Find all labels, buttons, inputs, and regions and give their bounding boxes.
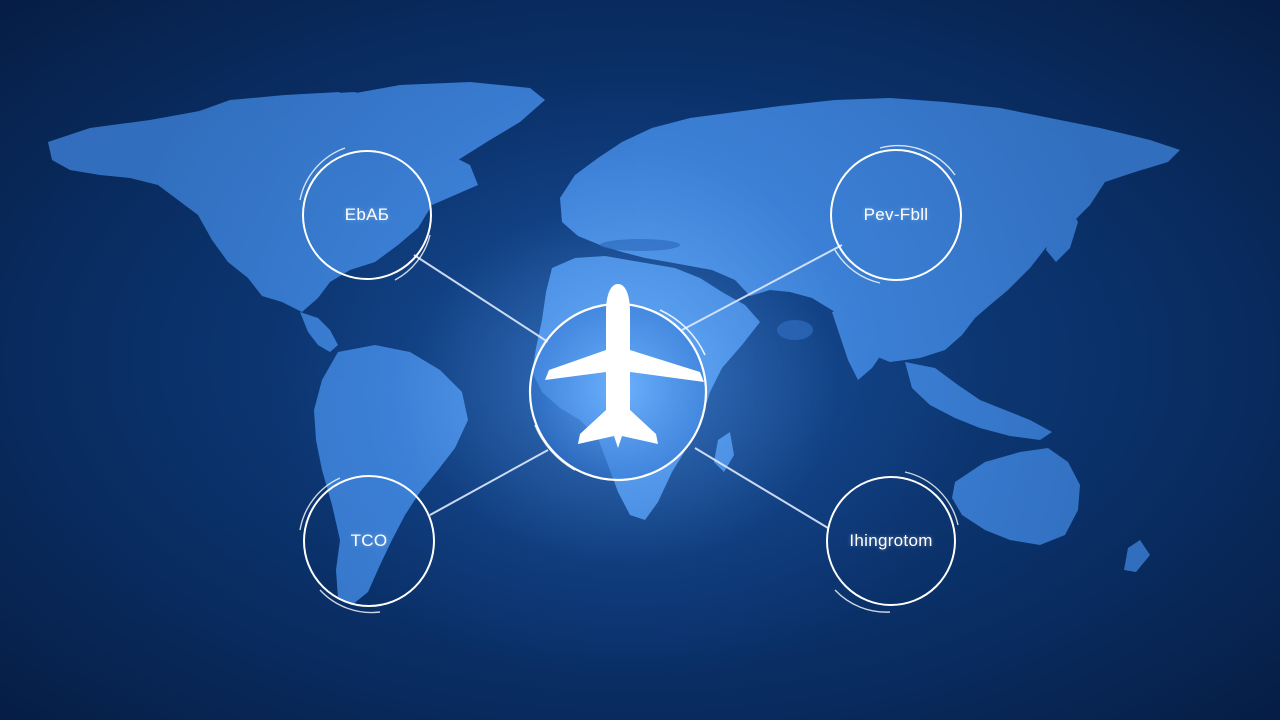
node-ring-top-right bbox=[830, 144, 962, 284]
british-isles-landmass bbox=[574, 178, 594, 210]
connector-line-bottom-left bbox=[429, 449, 549, 516]
eurasia-landmass bbox=[560, 98, 1180, 362]
mediterranean-detail bbox=[600, 239, 680, 251]
north-america-landmass bbox=[48, 92, 478, 312]
node-ring-bottom-left bbox=[299, 475, 435, 614]
central-america-landmass bbox=[300, 312, 338, 352]
node-label-bottom-right: Ihingrotom bbox=[849, 531, 933, 550]
japan-landmass bbox=[1046, 205, 1078, 262]
greenland-landmass bbox=[345, 82, 545, 160]
connector-line-bottom-right bbox=[694, 447, 829, 529]
connector-line-top-right bbox=[681, 244, 843, 331]
connector-line-top-left bbox=[413, 254, 549, 343]
node-ring-top-left bbox=[299, 147, 432, 281]
node-ring-bottom-right bbox=[826, 471, 959, 613]
new-zealand-landmass bbox=[1124, 540, 1150, 572]
india-landmass bbox=[832, 304, 900, 380]
node-label-top-left: EbAБ bbox=[344, 205, 390, 224]
node-label-top-right: Pev-Fbll bbox=[863, 205, 929, 224]
south-america-landmass bbox=[314, 345, 468, 605]
arctic-islands-landmass bbox=[180, 92, 340, 122]
southeast-asia-landmass bbox=[905, 362, 1052, 440]
node-label-bottom-left: TCO bbox=[350, 531, 388, 550]
airplane-icon bbox=[545, 284, 704, 448]
arabian-sea-detail bbox=[777, 320, 813, 340]
australia-landmass bbox=[952, 448, 1080, 545]
